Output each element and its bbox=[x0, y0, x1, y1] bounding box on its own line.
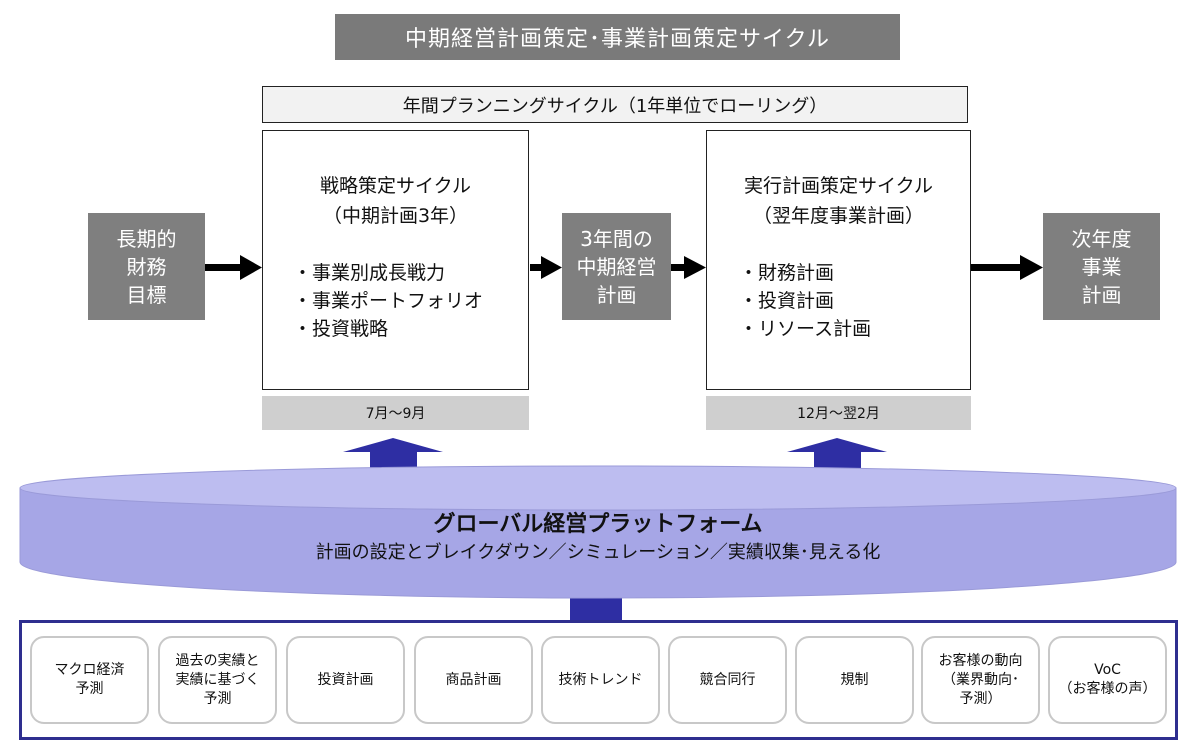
source-card-regulation: 規制 bbox=[795, 636, 914, 724]
platform-cylinder bbox=[19, 465, 1177, 599]
platform-title: グローバル経営プラットフォーム bbox=[433, 512, 763, 537]
list-item: リソース計画 bbox=[739, 315, 970, 343]
diagram-title: 中期経営計画策定･事業計画策定サイクル bbox=[335, 14, 900, 60]
source-card-product-plan: 商品計画 bbox=[414, 636, 533, 724]
arrow-shaft-3 bbox=[671, 264, 687, 271]
strategy-cycle-box: 戦略策定サイクル （中期計画3年） 事業別成長戦力 事業ポートフォリオ 投資戦略 bbox=[262, 130, 529, 390]
list-item: 財務計画 bbox=[739, 259, 970, 287]
strategy-cycle-title: 戦略策定サイクル （中期計画3年） bbox=[319, 175, 472, 227]
annual-cycle-header: 年間プランニングサイクル（1年単位でローリング） bbox=[262, 86, 968, 123]
arrow-head-4 bbox=[1020, 255, 1043, 280]
execution-cycle-box: 実行計画策定サイクル （翌年度事業計画） 財務計画 投資計画 リソース計画 bbox=[706, 130, 971, 390]
up-arrow-head-1 bbox=[343, 438, 443, 452]
midterm-plan-box: 3年間の 中期経営 計画 bbox=[562, 213, 671, 320]
arrow-head-3 bbox=[684, 256, 706, 279]
strategy-cycle-list: 事業別成長戦力 事業ポートフォリオ 投資戦略 bbox=[293, 259, 528, 343]
long-term-goals-box: 長期的 財務 目標 bbox=[88, 213, 205, 320]
list-item: 投資計画 bbox=[739, 287, 970, 315]
arrow-shaft-2 bbox=[530, 264, 544, 271]
up-arrow-head-2 bbox=[787, 438, 887, 452]
source-card-voc: VoC （お客様の声） bbox=[1048, 636, 1167, 724]
platform-subtitle: 計画の設定とブレイクダウン／シミュレーション／実績収集･見える化 bbox=[315, 542, 881, 563]
execution-cycle-title: 実行計画策定サイクル （翌年度事業計画） bbox=[743, 175, 934, 227]
list-item: 事業ポートフォリオ bbox=[293, 287, 528, 315]
list-item: 事業別成長戦力 bbox=[293, 259, 528, 287]
source-card-competitors: 競合同行 bbox=[668, 636, 787, 724]
up-arrow-shaft-2 bbox=[814, 452, 861, 472]
arrow-shaft-1 bbox=[205, 264, 243, 271]
strategy-period-label: 7月～9月 bbox=[262, 396, 529, 430]
execution-period-label: 12月～翌2月 bbox=[706, 396, 971, 430]
source-card-past-results: 過去の実績と 実績に基づく 予測 bbox=[158, 636, 277, 724]
source-card-customer-trends: お客様の動向 （業界動向･ 予測） bbox=[921, 636, 1040, 724]
execution-cycle-list: 財務計画 投資計画 リソース計画 bbox=[739, 259, 970, 343]
source-card-tech-trends: 技術トレンド bbox=[541, 636, 660, 724]
arrow-head-1 bbox=[240, 255, 262, 280]
source-card-investment-plan: 投資計画 bbox=[286, 636, 405, 724]
arrow-head-2 bbox=[541, 256, 562, 279]
source-card-macro-forecast: マクロ経済 予測 bbox=[30, 636, 149, 724]
arrow-shaft-4 bbox=[971, 264, 1023, 271]
list-item: 投資戦略 bbox=[293, 315, 528, 343]
up-arrow-shaft-3 bbox=[570, 596, 622, 620]
next-year-plan-box: 次年度 事業 計画 bbox=[1043, 213, 1160, 320]
